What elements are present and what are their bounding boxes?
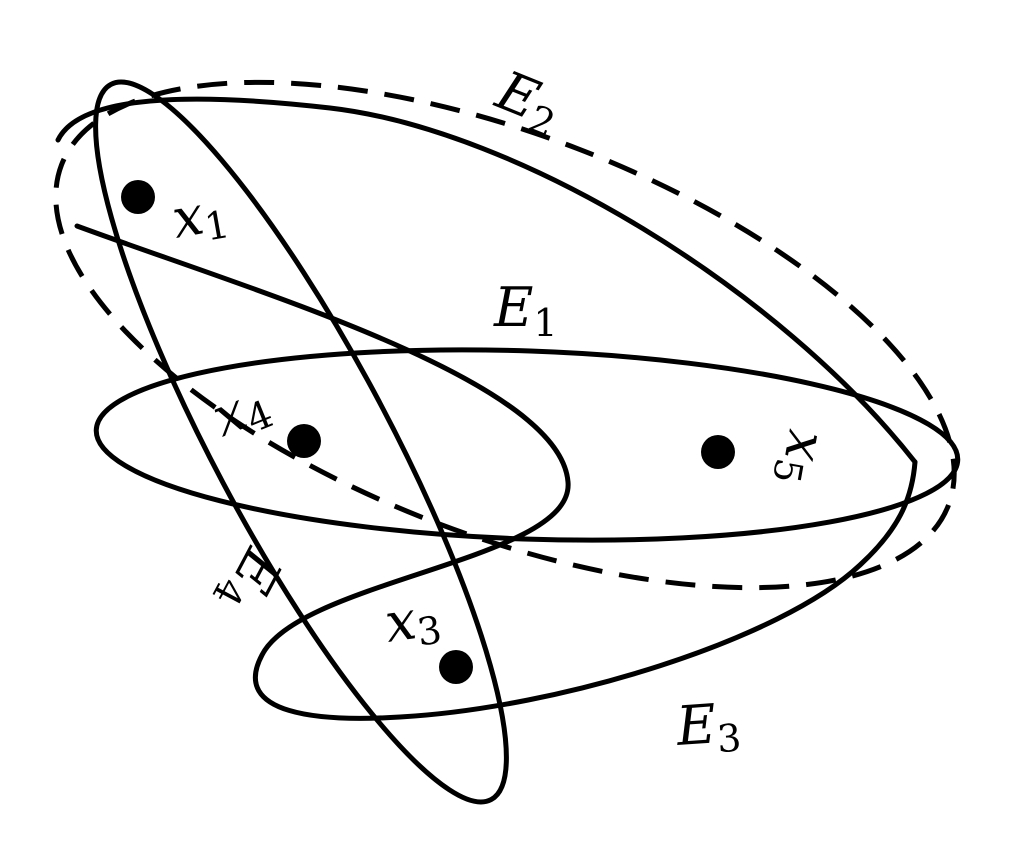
- vertex-label-x3: x3: [381, 585, 444, 659]
- hyperedge-e2-outline: [53, 79, 957, 591]
- edge-label-e3: E3: [674, 691, 743, 764]
- edge-label-e1: E1: [493, 276, 558, 345]
- edge-label-e2: E2: [485, 58, 571, 146]
- edge-label-e4: E4: [203, 535, 294, 624]
- vertex-label-x4: x4: [203, 370, 279, 453]
- hyperedge-e3-outline: [74, 223, 918, 721]
- hyperedge-e2-solid-boundary: [55, 96, 918, 465]
- hyperedge-e4-outline: [93, 79, 509, 805]
- vertex-label-x5: x5: [764, 425, 839, 490]
- vertex-x5: [701, 435, 735, 469]
- vertex-x3: [439, 650, 473, 684]
- hyperedge-e1-outline: [93, 347, 961, 543]
- vertex-x4: [287, 424, 321, 458]
- vertex-x1: [121, 180, 155, 214]
- vertex-label-x1: x1: [167, 179, 232, 254]
